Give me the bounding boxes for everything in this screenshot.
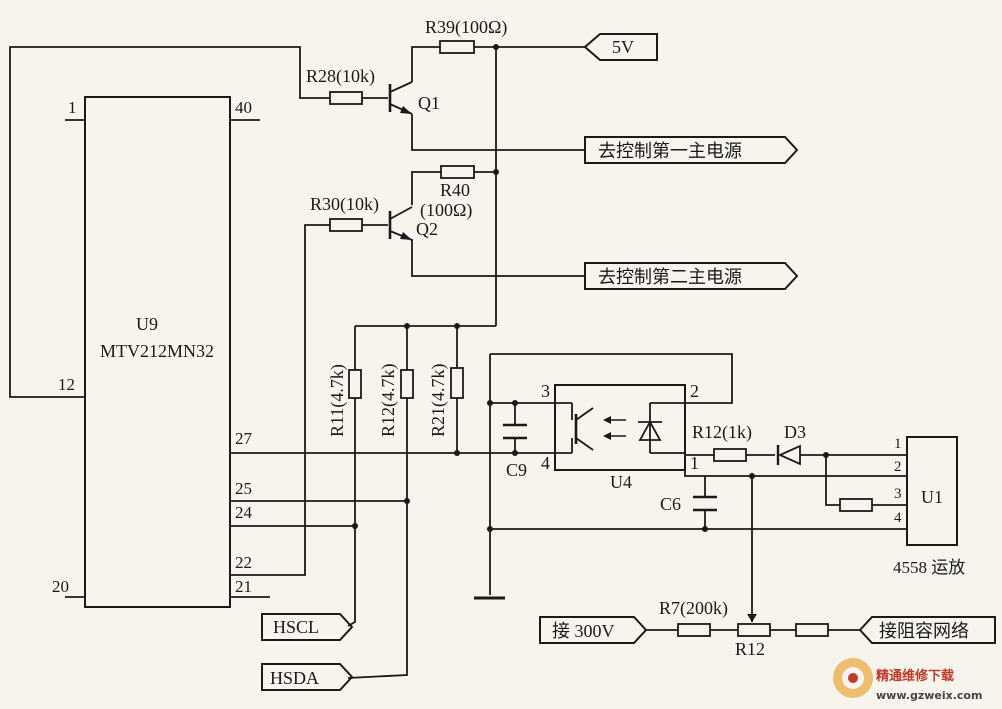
transistor-q2: Q2 (388, 206, 438, 241)
junction-dots (352, 44, 829, 532)
u9-pin-40: 40 (235, 98, 252, 117)
u1-pin-1: 1 (894, 436, 902, 452)
potentiometer-r12 (737, 623, 771, 637)
terminal-main1-label: 去控制第一主电源 (598, 141, 742, 161)
u4-pin-2: 2 (690, 381, 699, 401)
terminal-main2 (584, 262, 799, 290)
u9-pin-21: 21 (235, 577, 252, 596)
resistor-rc-series (795, 623, 829, 637)
ic-u9-name: U9 (136, 314, 158, 334)
r12c-label: R12 (735, 639, 765, 659)
u9-pin-20: 20 (52, 577, 69, 596)
c6-label: C6 (660, 494, 681, 514)
resistors: R39(100Ω) R28(10k) R40 (100Ω) R30(10k) R… (306, 17, 873, 659)
resistor-r30 (329, 218, 363, 232)
r7-label: R7(200k) (659, 598, 728, 619)
terminal-hsda-label: HSDA (270, 668, 319, 688)
q2-label: Q2 (416, 219, 438, 239)
ic-u9-body (84, 96, 231, 608)
terminal-hscl (261, 613, 354, 641)
transistor-q1: Q1 (388, 81, 440, 115)
resistor-r12-1k (713, 448, 747, 462)
u4-pin-3: 3 (541, 381, 550, 401)
u4-label: U4 (610, 472, 632, 492)
terminal-300v-label: 接 300V (552, 621, 615, 641)
ic-u1: U1 1 2 3 4 4558 运放 (893, 436, 965, 577)
c9-label: C9 (506, 460, 527, 480)
r39-label: R39(100Ω) (425, 17, 507, 38)
ic-u9: U9 MTV212MN32 1 40 12 27 25 24 22 21 20 (52, 96, 260, 608)
diode-d3: D3 (776, 422, 806, 466)
r40-value: (100Ω) (420, 200, 472, 221)
d3-label: D3 (784, 422, 806, 442)
u9-pin-1: 1 (68, 98, 77, 117)
resistor-r11 (348, 369, 362, 399)
ic-u1-desc: 4558 运放 (893, 558, 965, 577)
u9-pin-22: 22 (235, 553, 252, 572)
terminal-300v (539, 616, 648, 644)
r12b-label: R12(1k) (692, 422, 752, 443)
q1-label: Q1 (418, 93, 440, 113)
terminal-hsda (261, 663, 354, 691)
resistor-r40 (440, 165, 475, 179)
u4-pin-4: 4 (541, 453, 550, 473)
capacitors: C9 C6 (503, 423, 717, 514)
u9-pin-24: 24 (235, 503, 253, 522)
u9-pin-25: 25 (235, 479, 252, 498)
optocoupler-body (554, 384, 686, 471)
watermark-url: www.gzweix.com (876, 689, 982, 702)
terminal-rc-label: 接阻容网络 (879, 621, 969, 641)
resistor-r28 (329, 91, 363, 105)
watermark-cn: 精通维修下载 (876, 668, 954, 684)
ic-u9-part: MTV212MN32 (100, 341, 214, 361)
resistor-r7 (677, 623, 711, 637)
resistor-r12-pullup (400, 369, 414, 399)
watermark: 精通维修下载 www.gzweix.com (833, 658, 982, 702)
wires (9, 46, 907, 679)
u9-pin-27: 27 (235, 429, 253, 448)
terminal-hscl-label: HSCL (273, 617, 319, 637)
ic-u1-body (906, 436, 958, 546)
u1-pin-3: 3 (894, 486, 902, 502)
resistor-r21 (450, 367, 464, 399)
terminal-main2-label: 去控制第二主电源 (598, 267, 742, 287)
terminal-5v-label: 5V (612, 37, 634, 57)
terminal-main1 (584, 136, 799, 164)
resistor-feedback (839, 498, 873, 512)
r11-label: R11(4.7k) (327, 364, 348, 437)
u1-pin-2: 2 (894, 459, 902, 475)
terminal-rc-network (858, 616, 996, 644)
terminals: 5V 去控制第一主电源 去控制第二主电源 HSCL HSDA 接 300V 接阻… (261, 33, 996, 691)
resistor-r39 (439, 40, 475, 54)
r28-label: R28(10k) (306, 66, 375, 87)
ic-u1-name: U1 (921, 487, 943, 507)
u9-pin-12: 12 (58, 375, 75, 394)
terminal-5v (583, 33, 658, 61)
optocoupler-u4: 3 2 4 1 U4 (541, 381, 699, 492)
r40-label: R40 (440, 180, 470, 200)
u1-pin-4: 4 (894, 510, 902, 526)
r21-label: R21(4.7k) (428, 364, 449, 438)
r12a-label: R12(4.7k) (378, 364, 399, 438)
u4-pin-1: 1 (690, 453, 699, 473)
r30-label: R30(10k) (310, 194, 379, 215)
